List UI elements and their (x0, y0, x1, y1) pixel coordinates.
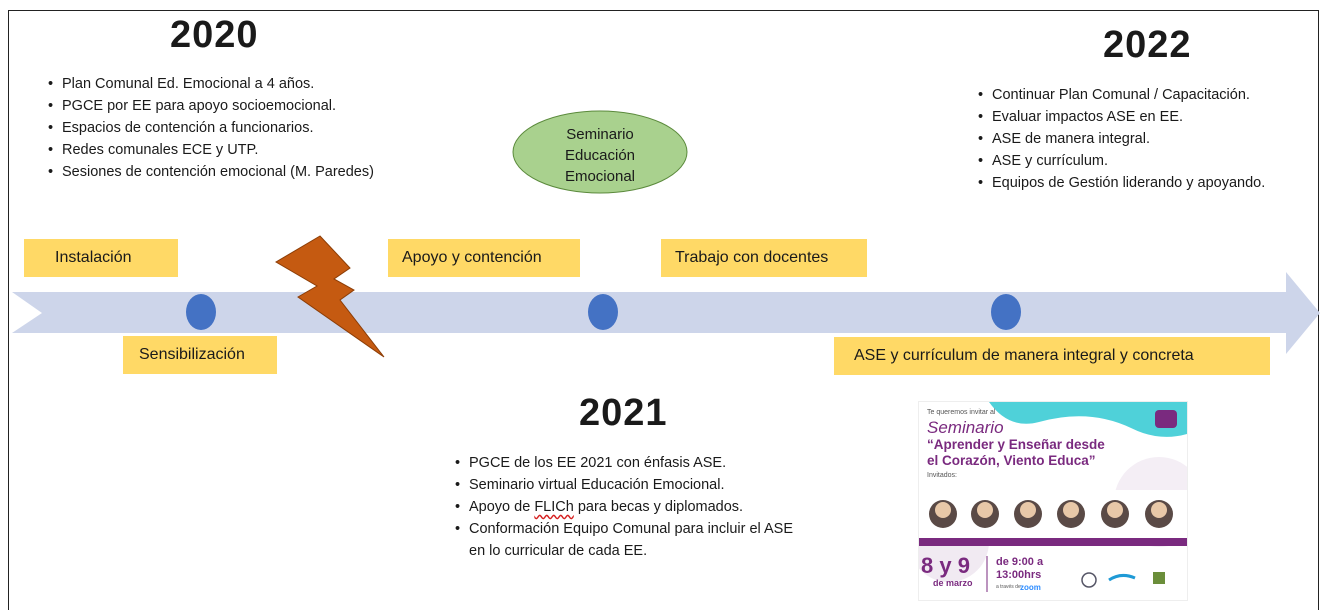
flyer-title-2: el Corazón, Viento Educa” (927, 453, 1096, 468)
list-item: Sesiones de contención emocional (M. Par… (46, 161, 376, 183)
flyer-title-1: “Aprender y Enseñar desde (927, 437, 1105, 452)
flyer-invite: Te queremos invitar al (927, 409, 996, 416)
flyer-date-month: de marzo (933, 578, 973, 588)
flyer-time-2: 13:00hrs (996, 569, 1042, 581)
flyer-guests-label: Invitados: (927, 472, 957, 479)
slide-frame (8, 10, 1319, 610)
list-item: Evaluar impactos ASE en EE. (976, 106, 1306, 128)
oval-line-3: Emocional (564, 168, 636, 185)
bullets-2022: Continuar Plan Comunal / Capacitación. E… (976, 84, 1306, 194)
list-item: PGCE de los EE 2021 con énfasis ASE. (453, 452, 803, 474)
list-item: ASE y currículum. (976, 150, 1306, 172)
list-item: PGCE por EE para apoyo socioemocional. (46, 95, 376, 117)
stage-trabajo: Trabajo con docentes (661, 239, 867, 277)
bullets-2021: PGCE de los EE 2021 con énfasis ASE. Sem… (453, 452, 803, 562)
milestone-dot-2020 (186, 294, 216, 330)
list-item: Continuar Plan Comunal / Capacitación. (976, 84, 1306, 106)
year-2021-heading: 2021 (579, 392, 668, 434)
list-item: Redes comunales ECE y UTP. (46, 139, 376, 161)
flyer-seminario: Seminario (927, 418, 1004, 437)
flyer-platform: zoom (1020, 583, 1041, 592)
year-2020-heading: 2020 (170, 14, 259, 56)
seminar-flyer-image: Te queremos invitar al Seminario “Aprend… (919, 402, 1187, 600)
milestone-dot-2022 (991, 294, 1021, 330)
year-2022-heading: 2022 (1103, 24, 1192, 66)
seminar-oval: Seminario Educación Emocional (512, 110, 688, 194)
list-item: Apoyo de FLICh para becas y diplomados. (453, 496, 803, 518)
list-item: Conformación Equipo Comunal para incluir… (453, 518, 803, 562)
oval-line-1: Seminario (566, 126, 634, 143)
flyer-via: a través de (996, 584, 1021, 590)
flyer-date: 8 y 9 (921, 553, 970, 578)
list-item: Equipos de Gestión liderando y apoyando. (976, 172, 1306, 194)
list-item: Seminario virtual Educación Emocional. (453, 474, 803, 496)
flyer-time-1: de 9:00 a (996, 556, 1044, 568)
list-item: Espacios de contención a funcionarios. (46, 117, 376, 139)
stage-apoyo: Apoyo y contención (388, 239, 580, 277)
flagged-word: FLICh (534, 499, 574, 515)
stage-ase: ASE y currículum de manera integral y co… (834, 337, 1270, 375)
oval-line-2: Educación (564, 147, 636, 164)
milestone-dot-2021 (588, 294, 618, 330)
list-item: ASE de manera integral. (976, 128, 1306, 150)
stage-instalacion: Instalación (24, 239, 178, 277)
bullets-2020: Plan Comunal Ed. Emocional a 4 años. PGC… (46, 73, 376, 183)
stage-sensibilizacion: Sensibilización (123, 336, 277, 374)
list-item: Plan Comunal Ed. Emocional a 4 años. (46, 73, 376, 95)
